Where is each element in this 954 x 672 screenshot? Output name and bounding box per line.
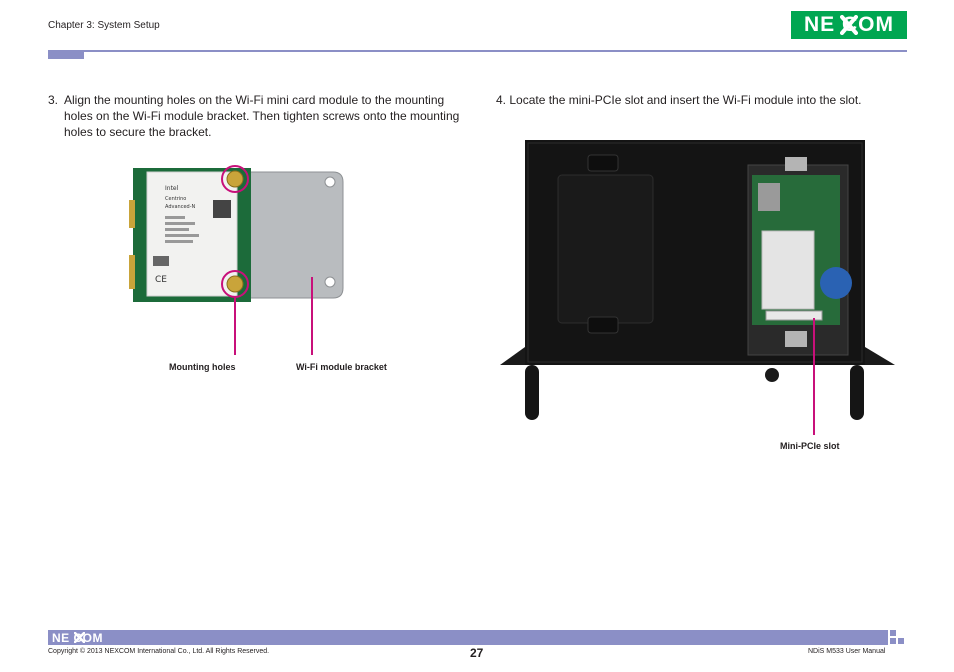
label-mini-pcie-slot: Mini-PCIe slot — [780, 441, 840, 451]
page-number: 27 — [470, 646, 484, 660]
step-4: 4. Locate the mini-PCIe slot and insert … — [496, 92, 916, 108]
step-text: Align the mounting holes on the Wi-Fi mi… — [64, 93, 460, 139]
chapter-title: Chapter 3: System Setup — [48, 20, 160, 31]
step-number: 3. — [48, 93, 59, 107]
footer-logo-x-icon — [74, 632, 85, 643]
copyright-notice: Copyright © 2013 NEXCOM International Co… — [48, 648, 270, 655]
svg-text:Intel: Intel — [165, 185, 179, 192]
label-mounting-holes: Mounting holes — [169, 362, 236, 372]
header-rule — [84, 50, 907, 52]
header-accent-block — [48, 50, 84, 59]
step-text: Locate the mini-PCIe slot and insert the… — [509, 93, 862, 107]
nexcom-logo: NE COM — [791, 11, 907, 39]
step-number: 4. — [496, 93, 507, 107]
chassis-figure — [500, 140, 895, 435]
label-wifi-bracket: Wi-Fi module bracket — [296, 362, 387, 372]
footer-bar — [48, 630, 888, 645]
wifi-card-figure: Intel Centrino Advanced-N CE — [129, 165, 344, 355]
footer-square-decor — [898, 638, 904, 644]
logo-x-icon — [840, 15, 858, 35]
svg-text:Centrino: Centrino — [165, 196, 186, 202]
step-3: 3. Align the mounting holes on the Wi-Fi… — [48, 92, 468, 140]
svg-text:CE: CE — [155, 275, 167, 285]
footer-square-decor — [890, 638, 896, 644]
manual-title: NDiS M533 User Manual — [808, 648, 886, 655]
footer-square-decor — [890, 630, 896, 636]
svg-text:Advanced-N: Advanced-N — [165, 204, 196, 210]
